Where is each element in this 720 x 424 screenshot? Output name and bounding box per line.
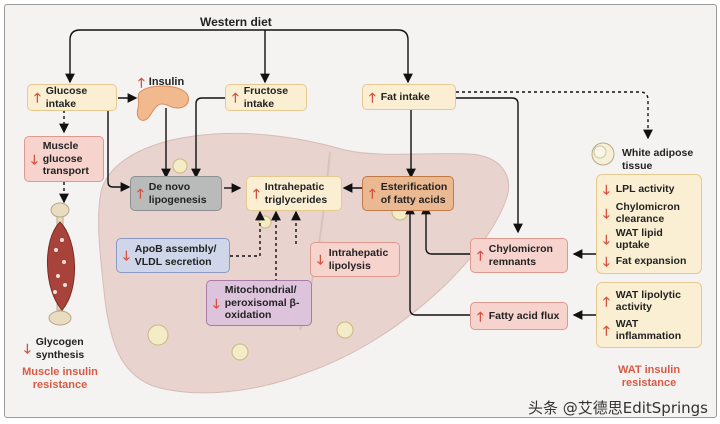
diagram-title: Western diet (200, 15, 272, 29)
chylomicron-remnants-box: 🡑 Chylomicron remnants (470, 238, 568, 273)
up-arrow-icon: 🡑 (34, 90, 41, 105)
adipocyte-shape (591, 142, 615, 166)
up-arrow-icon: 🡑 (477, 308, 484, 324)
wat-row-label: Fat expansion (615, 255, 687, 268)
wat-panel-row: 🡓 Chylomicron clearance (603, 201, 696, 226)
fat-intake-box: 🡑 Fat intake (362, 84, 456, 110)
chylomicron-remnants-label: Chylomicron remnants (488, 243, 553, 268)
glucose-intake-box: 🡑 Glucose intake (27, 84, 117, 111)
wat-panel-row: 🡑 WAT lipolytic activity (603, 289, 688, 314)
up-arrow-icon: 🡑 (369, 186, 376, 201)
down-arrow-icon: 🡓 (31, 151, 38, 167)
glycogen-synthesis-group: 🡓 Glycogen synthesis (24, 336, 96, 361)
fatty-acid-flux-label: Fatty acid flux (488, 309, 560, 322)
intrahepatic-lipolysis-label: Intrahepatic lipolysis (328, 247, 389, 272)
wat-row-label: Chylomicron clearance (615, 201, 680, 226)
muscle-shape (46, 202, 76, 326)
down-arrow-icon: 🡓 (317, 252, 324, 267)
fructose-intake-label: Fructose intake (243, 85, 289, 110)
wat-panel-row: 🡓 Fat expansion (603, 254, 686, 269)
glucose-intake-label: Glucose intake (45, 85, 88, 110)
muscle-glucose-transport-box: 🡓 Muscle glucose transport (24, 136, 104, 182)
apob-assembly-box: 🡓 ApoB assembly/ VLDL secretion (116, 238, 230, 273)
insulin-label: Insulin (148, 76, 185, 89)
up-arrow-icon: 🡑 (253, 186, 260, 201)
down-arrow-icon: 🡓 (603, 205, 610, 221)
esterification-box: 🡑 Esterification of fatty acids (362, 176, 454, 211)
down-arrow-icon: 🡓 (603, 254, 610, 269)
glycogen-synthesis-label: Glycogen synthesis (35, 336, 85, 361)
fat-intake-label: Fat intake (380, 90, 430, 103)
fructose-intake-box: 🡑 Fructose intake (225, 84, 307, 111)
watermark: 头条 @艾德思EditSprings (527, 399, 708, 417)
wat-row-label: WAT lipolytic activity (615, 289, 681, 314)
white-adipose-tissue-label: White adipose tissue (622, 147, 694, 172)
fatty-acid-flux-box: 🡑 Fatty acid flux (470, 302, 568, 330)
down-arrow-icon: 🡓 (24, 340, 31, 356)
up-arrow-icon: 🡑 (369, 89, 376, 105)
insulin-label-group: 🡑 Insulin (138, 75, 184, 91)
intrahepatic-triglycerides-label: Intrahepatic triglycerides (264, 181, 328, 206)
up-arrow-icon: 🡑 (603, 322, 610, 338)
up-arrow-icon: 🡑 (232, 90, 239, 105)
apob-assembly-label: ApoB assembly/ VLDL secretion (134, 243, 217, 268)
down-arrow-icon: 🡓 (603, 182, 610, 197)
muscle-insulin-resistance-caption: Muscle insulin resistance (22, 366, 98, 392)
wat-panel-lipolysis: 🡑 WAT lipolytic activity 🡑 WAT inflammat… (596, 282, 702, 348)
esterification-label: Esterification of fatty acids (380, 181, 448, 206)
wat-panel-uptake: 🡓 LPL activity 🡓 Chylomicron clearance 🡓… (596, 174, 702, 274)
beta-oxidation-box: 🡓 Mitochondrial/ peroxisomal β-oxidation (206, 280, 312, 326)
wat-panel-row: 🡓 LPL activity (603, 182, 675, 197)
intrahepatic-triglycerides-box: 🡑 Intrahepatic triglycerides (246, 176, 342, 211)
de-novo-lipogenesis-box: 🡑 De novo lipogenesis (130, 176, 222, 211)
wat-row-label: LPL activity (615, 183, 675, 196)
wat-panel-row: 🡑 WAT inflammation (603, 318, 688, 343)
down-arrow-icon: 🡓 (123, 248, 130, 263)
down-arrow-icon: 🡓 (213, 295, 220, 311)
pancreas-shape (136, 85, 189, 121)
down-arrow-icon: 🡓 (603, 231, 610, 247)
wat-row-label: WAT lipid uptake (615, 227, 663, 252)
muscle-glucose-transport-label: Muscle glucose transport (42, 140, 89, 178)
beta-oxidation-label: Mitochondrial/ peroxisomal β-oxidation (224, 284, 300, 322)
up-arrow-icon: 🡑 (137, 186, 144, 201)
up-arrow-icon: 🡑 (603, 293, 610, 309)
wat-row-label: WAT inflammation (615, 318, 682, 343)
de-novo-lipogenesis-label: De novo lipogenesis (148, 181, 207, 206)
up-arrow-icon: 🡑 (138, 75, 145, 90)
wat-panel-row: 🡓 WAT lipid uptake (603, 227, 686, 252)
up-arrow-icon: 🡑 (477, 248, 484, 263)
intrahepatic-lipolysis-box: 🡓 Intrahepatic lipolysis (310, 242, 400, 277)
wat-insulin-resistance-caption: WAT insulin resistance (617, 364, 681, 390)
